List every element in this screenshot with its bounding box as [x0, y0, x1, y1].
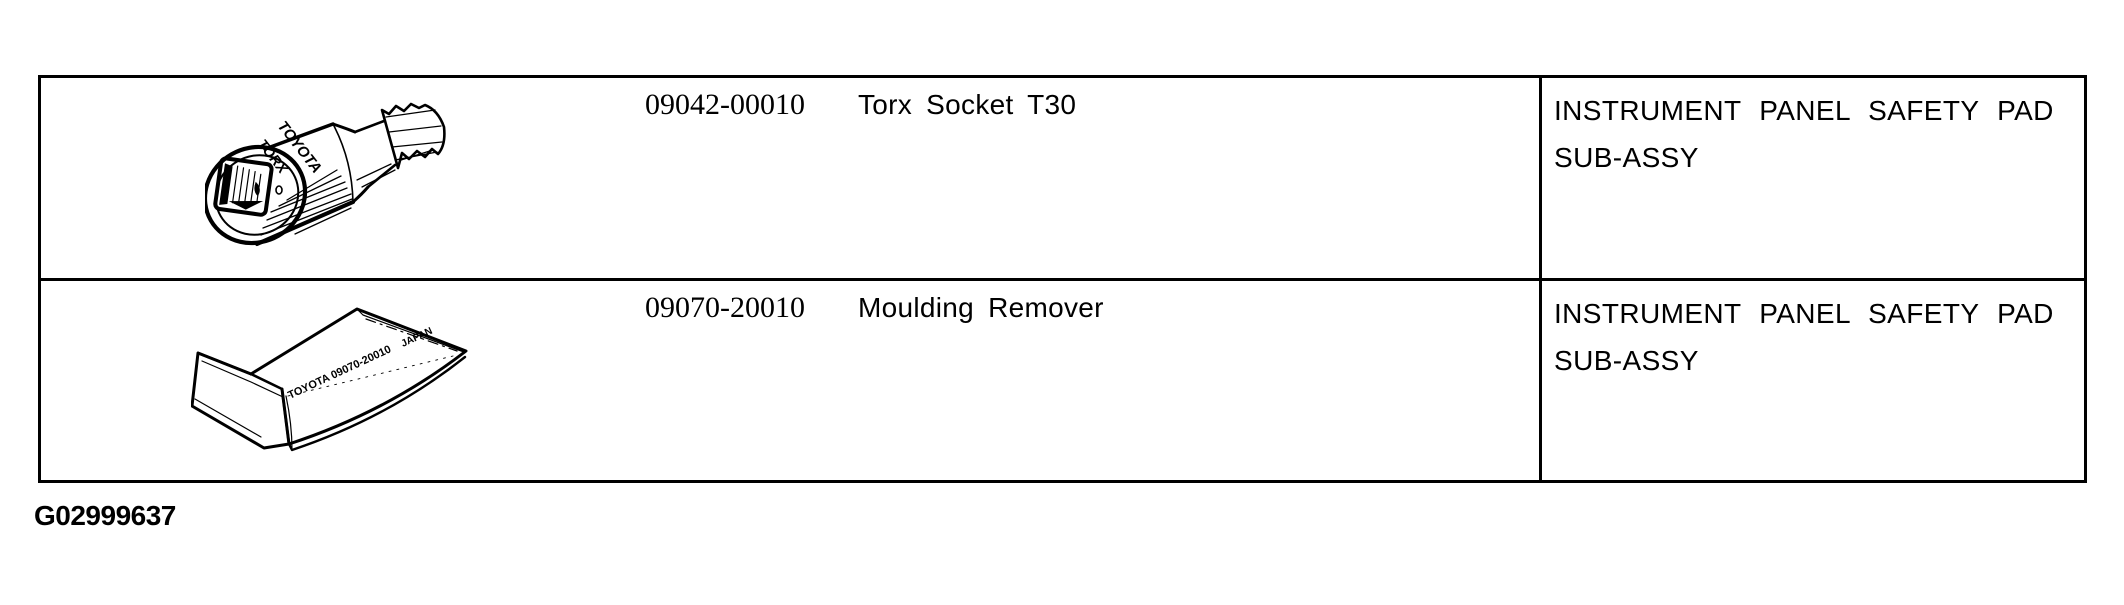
tool-description: Torx Socket T30: [858, 89, 1077, 120]
part-number: 09070-20010: [645, 290, 805, 324]
moulding-remover-illustration: TOYOTA 09070-20010 JAPAN: [191, 307, 468, 451]
tool-engraving-text: JAPAN: [400, 325, 435, 349]
tool-cell: TOYOTA 09070-20010 JAPAN 09070-20010 Mou…: [41, 281, 1539, 481]
table-row: TOYOTA 09070-20010 JAPAN 09070-20010 Mou…: [41, 280, 2084, 481]
part-number: 09042-00010: [645, 88, 805, 121]
tool-description: Moulding Remover: [858, 291, 1104, 323]
usage-cell: INSTRUMENT PANEL SAFETY PAD SUB-ASSY: [1539, 78, 2084, 278]
figure-id: G02999637: [34, 500, 176, 531]
tool-cell: TOYOTA TORX 09042-00010 Torx Socket T30: [41, 78, 1539, 278]
torx-socket-illustration: TOYOTA TORX: [205, 102, 446, 246]
usage-text: INSTRUMENT PANEL SAFETY PAD SUB-ASSY: [1554, 297, 2054, 376]
table-row: TOYOTA TORX 09042-00010 Torx Socket T30 …: [41, 78, 2084, 281]
usage-cell: INSTRUMENT PANEL SAFETY PAD SUB-ASSY: [1539, 280, 2084, 480]
tool-engraving-text: TOYOTA 09070-20010: [286, 343, 393, 401]
usage-text: INSTRUMENT PANEL SAFETY PAD SUB-ASSY: [1554, 95, 2054, 173]
sst-table: TOYOTA TORX 09042-00010 Torx Socket T30 …: [38, 75, 2087, 483]
